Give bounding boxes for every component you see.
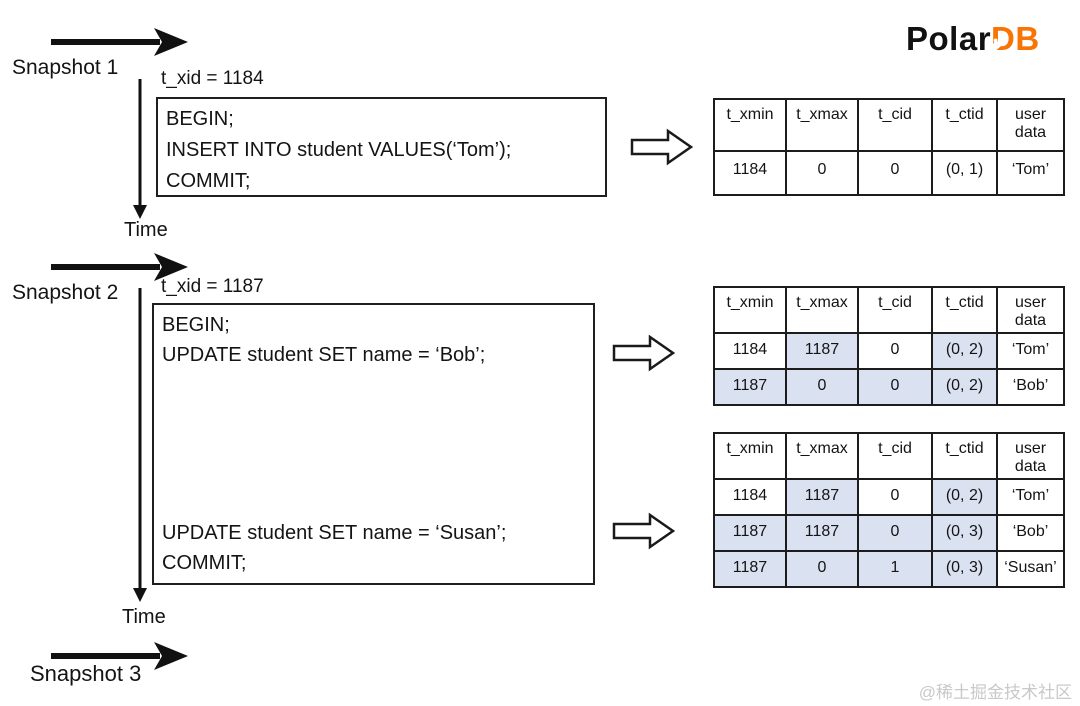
tuple-cell: 1187 xyxy=(713,550,787,588)
tuple-cell: (0, 1) xyxy=(931,150,998,196)
tuple-cell: 0 xyxy=(857,150,933,196)
column-header: t_xmax xyxy=(785,286,859,334)
tuple-cell: ‘Bob’ xyxy=(996,368,1065,406)
sql-box-transaction-2: BEGIN; UPDATE student SET name = ‘Bob’; … xyxy=(152,303,595,585)
tuple-cell: 0 xyxy=(857,514,933,552)
tuple-cell: 0 xyxy=(857,478,933,516)
tuple-cell: 1187 xyxy=(785,478,859,516)
tuple-cell: 0 xyxy=(857,368,933,406)
tuple-cell: ‘Susan’ xyxy=(996,550,1065,588)
tuple-cell: (0, 3) xyxy=(931,550,998,588)
tuple-cell: 1187 xyxy=(713,514,787,552)
time-axis-down-arrow-1 xyxy=(133,79,147,219)
column-header: t_cid xyxy=(857,286,933,334)
tuple-cell: 1184 xyxy=(713,150,787,196)
tuple-cell: ‘Tom’ xyxy=(996,150,1065,196)
tuple-cell: (0, 2) xyxy=(931,332,998,370)
column-header: t_xmin xyxy=(713,432,787,480)
column-header: user data xyxy=(996,286,1065,334)
sql-block-top: BEGIN; UPDATE student SET name = ‘Bob’; xyxy=(162,310,585,370)
time-label-1: Time xyxy=(124,219,168,241)
tuple-cell: (0, 2) xyxy=(931,368,998,406)
time-label-2: Time xyxy=(122,606,166,628)
block-arrow-icon-3 xyxy=(612,512,676,550)
column-header: t_cid xyxy=(857,432,933,480)
time-axis-down-arrow-2 xyxy=(133,288,147,602)
tuple-cell: 0 xyxy=(785,150,859,196)
txid-label-1: t_xid = 1184 xyxy=(161,68,264,89)
column-header: t_ctid xyxy=(931,286,998,334)
tuple-cell: 0 xyxy=(857,332,933,370)
sql-box-transaction-1: BEGIN; INSERT INTO student VALUES(‘Tom’)… xyxy=(156,97,607,197)
txid-label-2: t_xid = 1187 xyxy=(161,276,264,297)
block-arrow-icon-2 xyxy=(612,334,676,372)
column-header: user data xyxy=(996,432,1065,480)
sql-line-insert: INSERT INTO student VALUES(‘Tom’); xyxy=(166,139,512,161)
sql-line-commit: COMMIT; xyxy=(162,552,247,574)
tuple-cell: ‘Tom’ xyxy=(996,332,1065,370)
tuple-cell: (0, 3) xyxy=(931,514,998,552)
column-header: user data xyxy=(996,98,1065,152)
tuple-cell: 1187 xyxy=(713,368,787,406)
tuple-cell: 1187 xyxy=(785,514,859,552)
tuple-cell: 1187 xyxy=(785,332,859,370)
polar-bear-icon xyxy=(989,38,1002,52)
column-header: t_ctid xyxy=(931,98,998,152)
tuple-cell: 1184 xyxy=(713,332,787,370)
tuple-cell: (0, 2) xyxy=(931,478,998,516)
tuple-cell: 1184 xyxy=(713,478,787,516)
column-header: t_cid xyxy=(857,98,933,152)
column-header: t_xmin xyxy=(713,286,787,334)
snapshot-1-arrow-icon xyxy=(51,28,188,56)
tuple-cell: 0 xyxy=(785,550,859,588)
sql-line-begin: BEGIN; xyxy=(166,108,234,130)
tuple-cell: 1 xyxy=(857,550,933,588)
logo-letter-d: D xyxy=(989,20,1015,58)
sql-line-commit: COMMIT; xyxy=(166,170,251,192)
column-header: t_xmin xyxy=(713,98,787,152)
snapshot-2-label: Snapshot 2 xyxy=(12,281,119,304)
snapshot-2-arrow-icon xyxy=(51,253,188,281)
block-arrow-icon-1 xyxy=(630,128,694,166)
sql-line-update-susan: UPDATE student SET name = ‘Susan’; xyxy=(162,522,507,544)
sql-block-bottom: UPDATE student SET name = ‘Susan’; COMMI… xyxy=(162,518,585,578)
logo-letter-b: B xyxy=(1015,20,1040,57)
watermark: @稀土掘金技术社区 xyxy=(918,683,1072,702)
snapshot-3-label: Snapshot 3 xyxy=(30,661,142,686)
snapshot-3-arrow-icon xyxy=(51,642,188,670)
sql-line-begin: BEGIN; xyxy=(162,314,230,336)
logo-text-polar: Polar xyxy=(906,20,992,57)
tuple-cell: ‘Bob’ xyxy=(996,514,1065,552)
tuple-cell: ‘Tom’ xyxy=(996,478,1065,516)
column-header: t_xmax xyxy=(785,432,859,480)
column-header: t_xmax xyxy=(785,98,859,152)
tuple-cell: 0 xyxy=(785,368,859,406)
sql-line-update-bob: UPDATE student SET name = ‘Bob’; xyxy=(162,344,486,366)
snapshot-1-label: Snapshot 1 xyxy=(12,56,119,79)
column-header: t_ctid xyxy=(931,432,998,480)
